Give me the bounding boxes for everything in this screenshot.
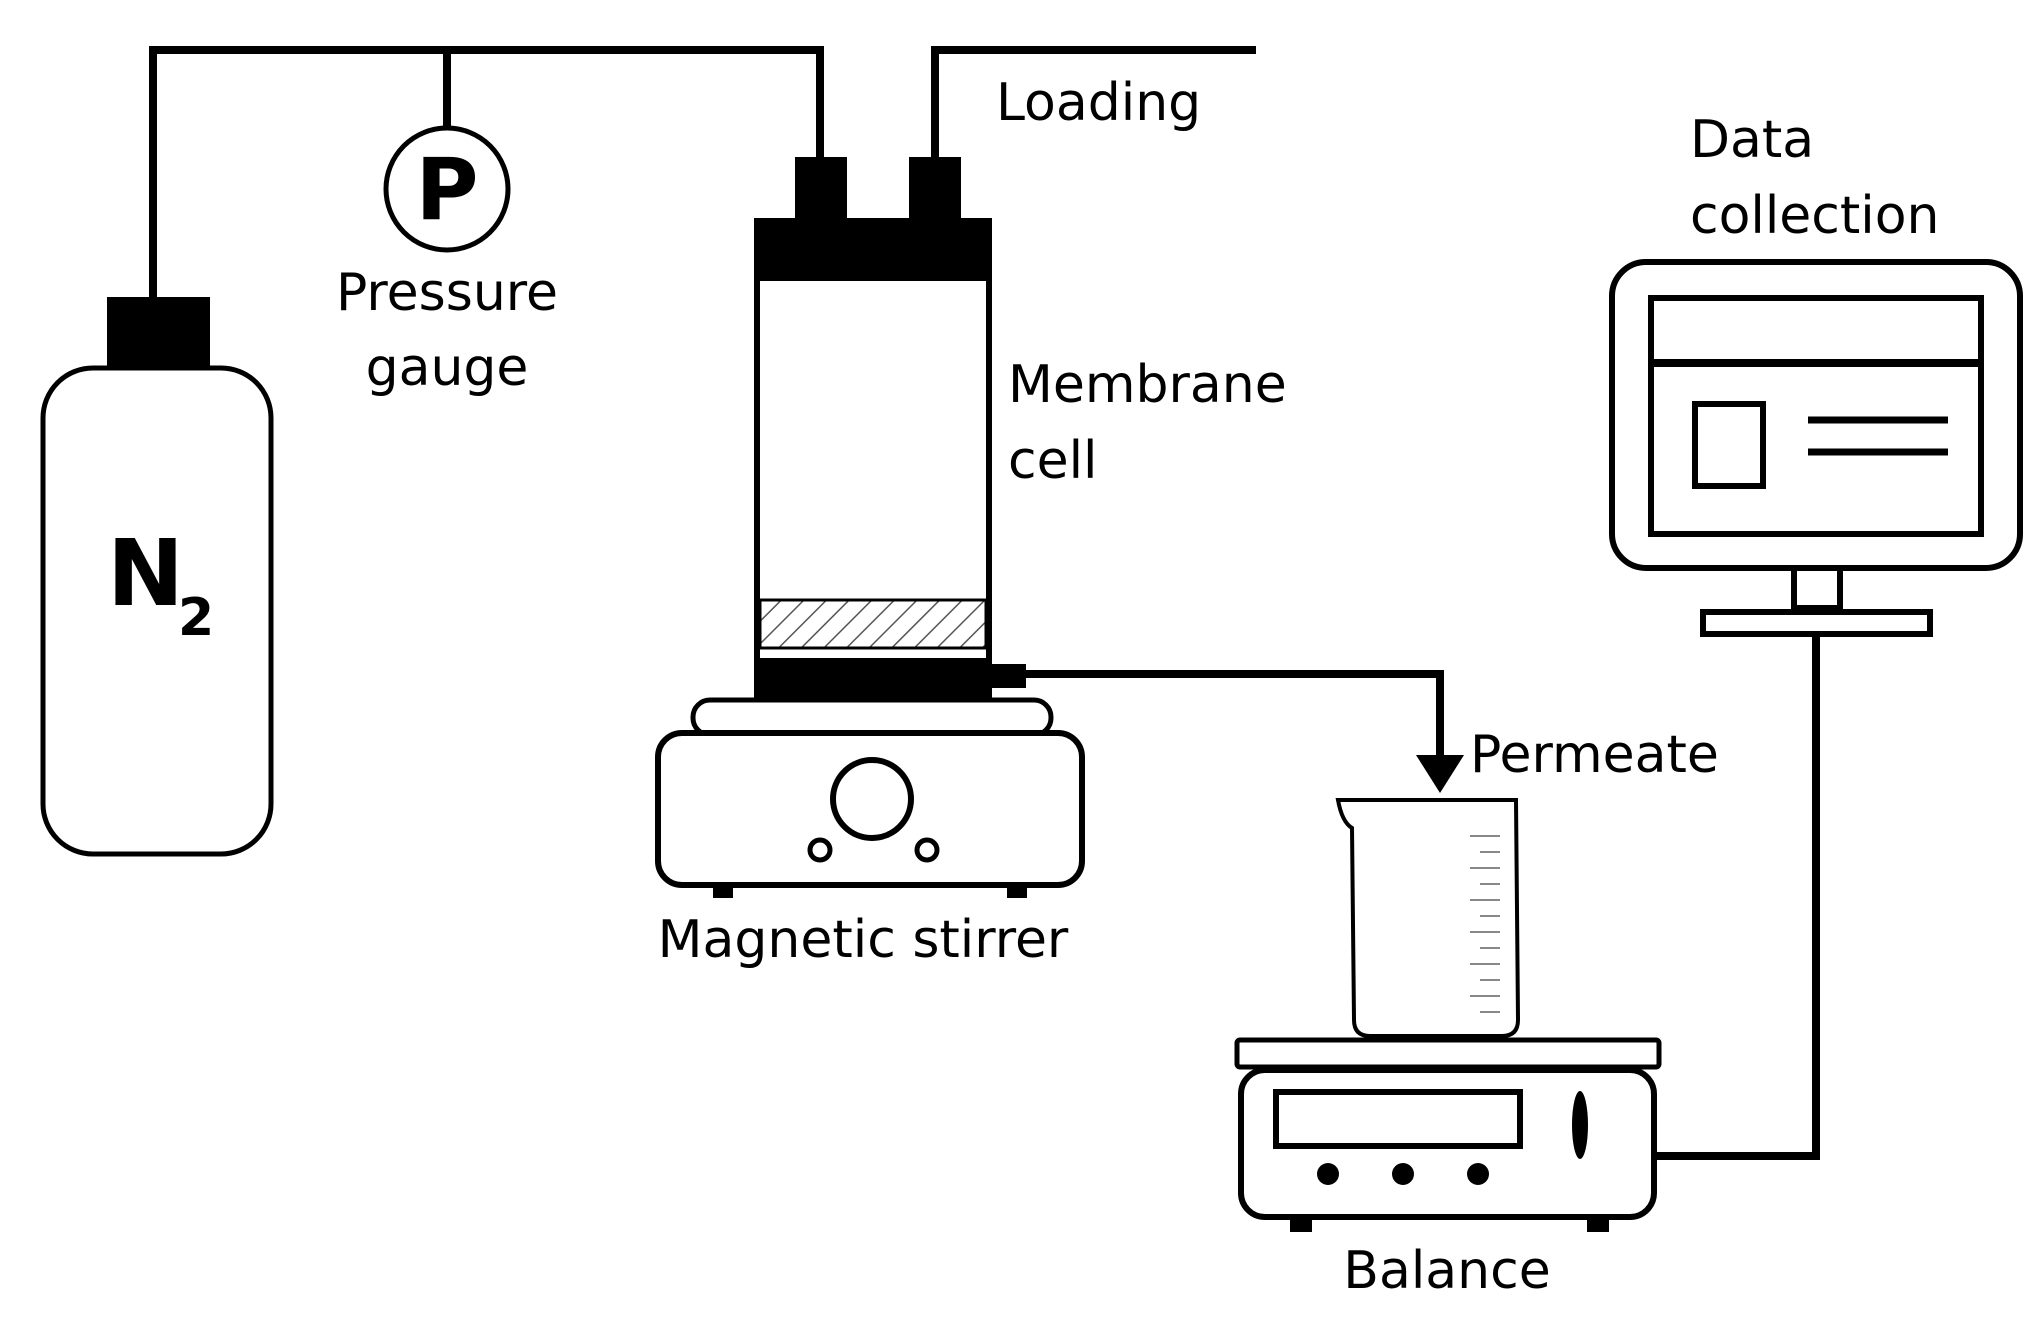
cylinder-gas-subscript: 2 (178, 588, 214, 648)
magnetic-stirrer (655, 697, 1085, 898)
pressure-gauge-label-line1: Pressure (336, 263, 558, 323)
membrane-cell-label-line2: cell (1008, 431, 1097, 491)
balance (1234, 1037, 1662, 1232)
pressure-gauge: P (383, 125, 511, 253)
permeate-beaker (1335, 798, 1521, 1038)
balance-label: Balance (1343, 1241, 1550, 1301)
membrane-cell (754, 157, 1026, 700)
nitrogen-cylinder: N 2 (40, 297, 274, 857)
magnetic-stirrer-label: Magnetic stirrer (658, 910, 1069, 970)
permeate-line (1026, 670, 1464, 793)
data-collection-label-line1: Data (1690, 110, 1814, 170)
membrane-layer (758, 598, 988, 650)
gas-supply-line (149, 46, 824, 300)
pressure-gauge-label-line2: gauge (366, 338, 529, 398)
beaker-graduations (1470, 835, 1500, 1013)
balance-display (1273, 1089, 1523, 1149)
loading-label: Loading (996, 73, 1201, 133)
data-collection-label-line2: collection (1690, 186, 1940, 246)
loading-line (931, 46, 1256, 160)
gauge-symbol: P (415, 140, 478, 240)
membrane-cell-label-line1: Membrane (1008, 355, 1287, 415)
cylinder-gas-label: N (107, 520, 184, 627)
computer-monitor (1609, 259, 2023, 637)
data-cable (1655, 636, 1820, 1160)
permeate-label: Permeate (1470, 725, 1719, 785)
